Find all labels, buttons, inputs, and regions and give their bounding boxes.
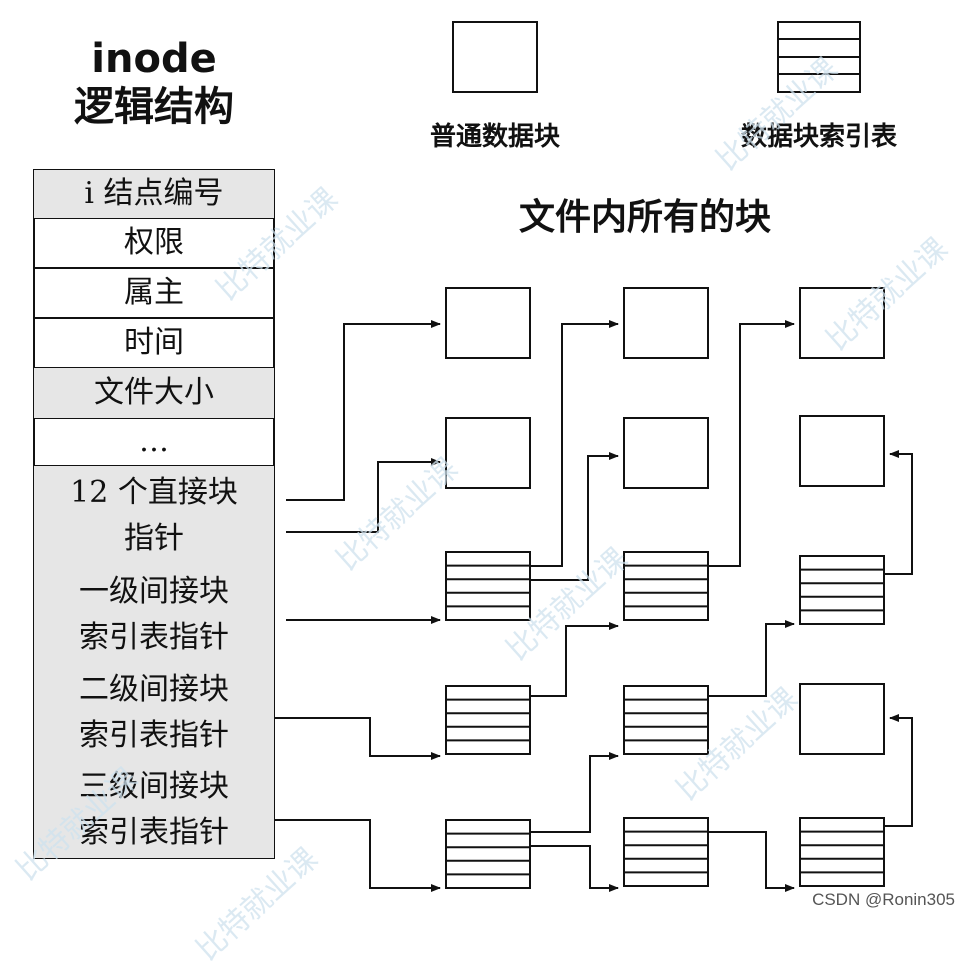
index-table-c1-r4 bbox=[445, 685, 531, 755]
inode-structure-diagram: inode 逻辑结构 普通数据块 数据块索引表 文件内所有的块 i 结点编号权限… bbox=[10, 21, 955, 968]
index-table-c1-r3 bbox=[445, 551, 531, 621]
inode-field-2: 属主 bbox=[124, 275, 184, 310]
inode-title-line2: 逻辑结构 bbox=[74, 84, 234, 130]
index-table-c3-r5 bbox=[799, 817, 885, 887]
legend-index-table-icon bbox=[777, 21, 861, 93]
legend-index-table-label: 数据块索引表 bbox=[740, 122, 897, 152]
inode-field-1: 权限 bbox=[124, 225, 184, 260]
arrow-c1r3-to-c2r1 bbox=[530, 320, 619, 567]
data-block-c3-r1 bbox=[799, 287, 885, 359]
index-table-c3-r3 bbox=[799, 555, 885, 625]
data-block-c3-r2 bbox=[799, 415, 885, 487]
arrow-direct-2 bbox=[286, 458, 441, 533]
data-block-c2-r1 bbox=[623, 287, 709, 359]
arrow-c1r3-to-c2r2 bbox=[530, 452, 619, 581]
arrow-c3r3-to-c3r2 bbox=[884, 450, 913, 575]
arrow-c2r3-to-c3r1 bbox=[708, 320, 795, 567]
inode-field-3: 时间 bbox=[124, 325, 184, 360]
inode-field-4: 文件大小 bbox=[34, 368, 274, 418]
arrow-c3r5-to-c3r4 bbox=[884, 714, 913, 827]
index-table-c2-r4 bbox=[623, 685, 709, 755]
index-table-c2-r3 bbox=[623, 551, 709, 621]
credit-text: CSDN @Ronin305 bbox=[812, 890, 955, 909]
legend-data-block-icon bbox=[452, 21, 538, 93]
blocks-title: 文件内所有的块 bbox=[518, 197, 771, 238]
inode-title-line1: inode bbox=[91, 36, 217, 82]
data-block-c3-r4 bbox=[799, 683, 885, 755]
arrow-c1r4-to-c2r3 bbox=[530, 622, 619, 697]
inode-field-0: i 结点编号 bbox=[34, 170, 274, 218]
arrow-c1r5-to-c2r5 bbox=[530, 845, 619, 892]
inode-field-8: 二级间接块 索引表指针 bbox=[34, 664, 274, 762]
data-block-c1-r2 bbox=[445, 417, 531, 489]
inode-field-7: 一级间接块 索引表指针 bbox=[34, 566, 274, 664]
arrow-c2r5-to-c3r5 bbox=[708, 831, 795, 892]
arrow-triple-indirect bbox=[274, 819, 441, 892]
inode-title: inode 逻辑结构 bbox=[34, 36, 274, 132]
inode-field-5: … bbox=[139, 424, 169, 459]
index-table-c1-r5 bbox=[445, 819, 531, 889]
arrow-c1r5-to-c2r4 bbox=[530, 752, 619, 833]
legend-data-block-label: 普通数据块 bbox=[429, 122, 560, 152]
arrow-direct-1 bbox=[286, 320, 441, 501]
inode-field-6: 12 个直接块 指针 bbox=[34, 466, 274, 566]
index-table-c2-r5 bbox=[623, 817, 709, 887]
arrow-c2r4-to-c3r3 bbox=[708, 620, 795, 697]
inode-field-9: 三级间接块 索引表指针 bbox=[34, 762, 274, 858]
arrow-double-indirect bbox=[274, 717, 441, 760]
data-block-c2-r2 bbox=[623, 417, 709, 489]
data-block-c1-r1 bbox=[445, 287, 531, 359]
